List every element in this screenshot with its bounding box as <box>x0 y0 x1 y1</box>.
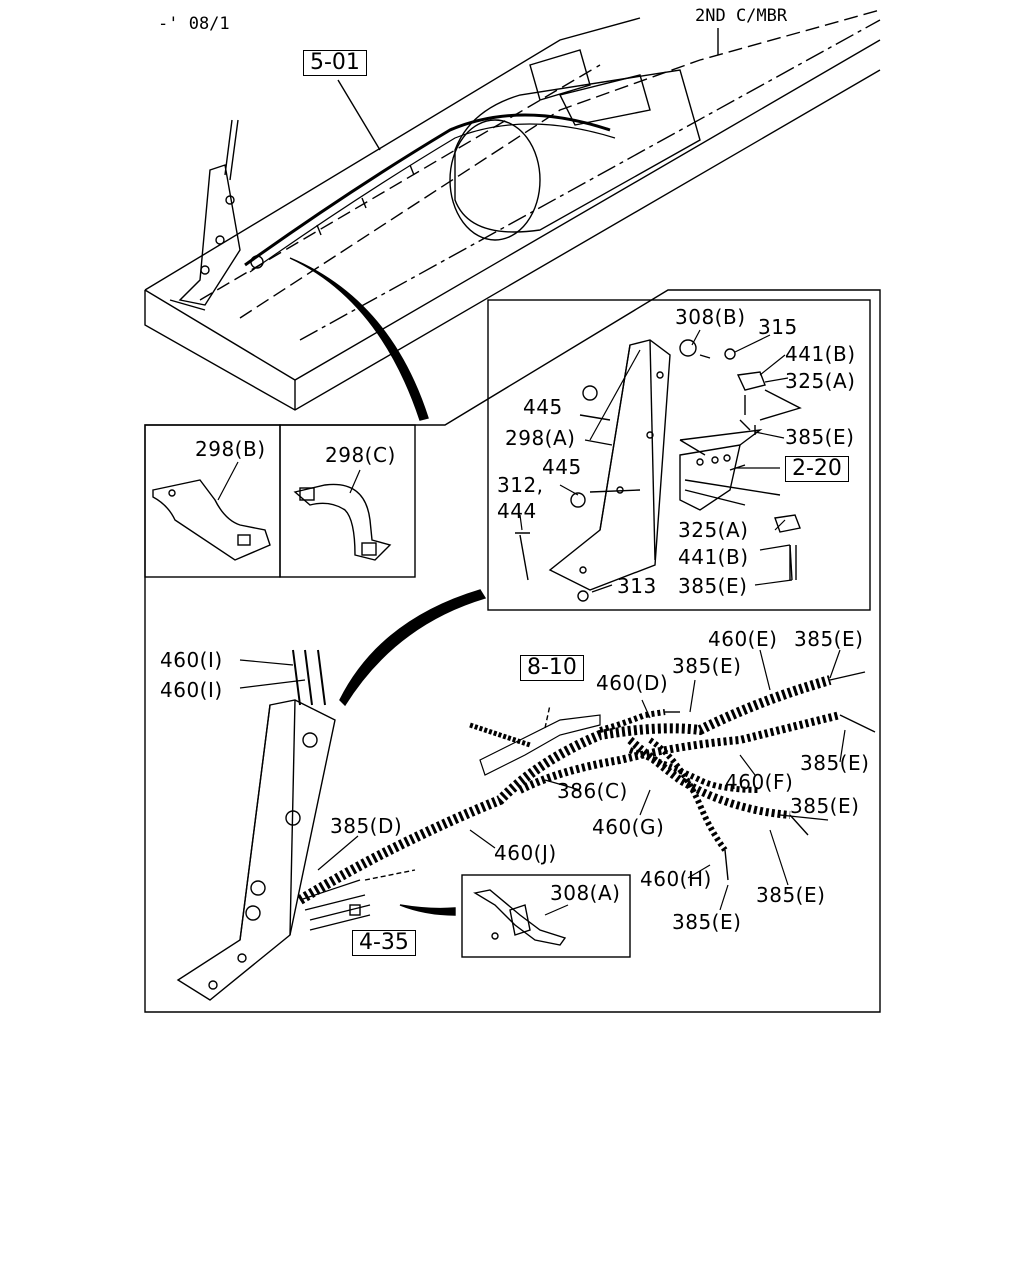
clip-298c-drawing <box>293 483 392 561</box>
callout-460f: 460(F) <box>725 770 794 794</box>
callout-460d: 460(D) <box>596 671 669 695</box>
inset-pointer-arrow <box>399 904 456 916</box>
callout-385e-a: 385(E) <box>794 627 864 651</box>
date-code: -' 08/1 <box>158 14 230 34</box>
callout-298a: 298(A) <box>505 426 576 450</box>
callout-444: 444 <box>497 499 537 523</box>
ref-box-4-35[interactable]: 4-35 <box>352 930 416 956</box>
ref-box-8-10[interactable]: 8-10 <box>520 655 584 681</box>
chassis-frame-drawing <box>144 9 881 421</box>
callout-313: 313 <box>617 574 657 598</box>
callout-315: 315 <box>758 315 798 339</box>
detail-panel-frame <box>144 289 881 1013</box>
harness-drawing <box>297 671 876 931</box>
ref-box-2-20[interactable]: 2-20 <box>785 456 849 482</box>
callout-308a: 308(A) <box>550 881 621 905</box>
callout-312: 312, <box>497 473 544 497</box>
callout-325a-top: 325(A) <box>785 369 856 393</box>
callout-441b-top: 441(B) <box>785 342 856 366</box>
callout-385e-b: 385(E) <box>672 654 742 678</box>
dashed-leader <box>364 869 416 881</box>
callout-386c: 386(C) <box>557 779 628 803</box>
callout-460g: 460(G) <box>592 815 665 839</box>
callout-441b-bot: 441(B) <box>678 545 749 569</box>
callout-385e-c: 385(E) <box>800 751 870 775</box>
callout-460j: 460(J) <box>494 841 557 865</box>
frame-label: 2ND C/MBR <box>695 6 788 26</box>
callout-308b: 308(B) <box>675 305 746 329</box>
callout-298b: 298(B) <box>195 437 266 461</box>
callout-325a-bot: 325(A) <box>678 518 749 542</box>
callout-385e-bot: 385(E) <box>678 574 748 598</box>
callout-460i-2: 460(I) <box>160 678 223 702</box>
callout-445-mid: 445 <box>542 455 582 479</box>
callout-298c: 298(C) <box>325 443 396 467</box>
leader-lines <box>217 329 846 916</box>
callout-460e: 460(E) <box>708 627 778 651</box>
callout-385e-top: 385(E) <box>785 425 855 449</box>
callout-445-top: 445 <box>523 395 563 419</box>
callout-385e-f: 385(E) <box>672 910 742 934</box>
callout-385d: 385(D) <box>330 814 403 838</box>
callout-385e-d: 385(E) <box>790 794 860 818</box>
callout-460i-1: 460(I) <box>160 648 223 672</box>
callout-385e-e: 385(E) <box>756 883 826 907</box>
main-bracket-drawing <box>176 649 336 1001</box>
clip-308a-inset <box>461 874 631 958</box>
clip-298b-drawing <box>152 479 271 561</box>
ref-box-5-01[interactable]: 5-01 <box>303 50 367 76</box>
callout-460h: 460(H) <box>640 867 712 891</box>
pointer-arrow <box>339 589 487 707</box>
